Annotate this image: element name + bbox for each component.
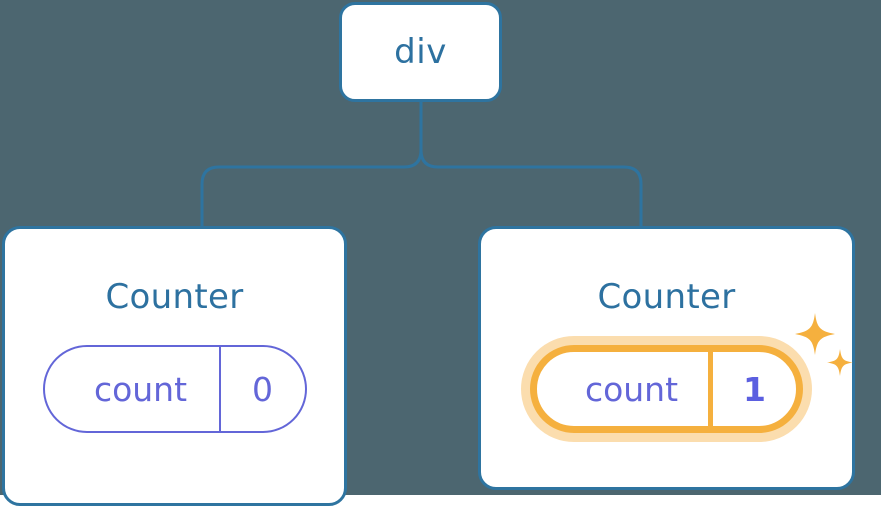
- sparkles-group: [795, 313, 853, 376]
- tree-connectors: [200, 102, 643, 228]
- state-value-left: 0: [218, 347, 305, 431]
- state-key-left: count: [93, 369, 188, 409]
- state-pill-left[interactable]: count 0: [42, 345, 307, 433]
- state-pill-wrapper-right: count 1: [530, 313, 853, 433]
- state-pill-right[interactable]: count 1: [530, 345, 803, 433]
- state-value-right: 1: [708, 352, 796, 426]
- sparkle-large-icon: [795, 313, 835, 355]
- tree-node-counter-left[interactable]: Counter count 0: [2, 226, 347, 506]
- state-pill-wrapper-left: count 0: [42, 345, 307, 433]
- state-key-right: count: [584, 369, 679, 409]
- node-label-counter-right: Counter: [597, 277, 736, 317]
- tree-node-counter-right[interactable]: Counter count 1: [478, 226, 855, 490]
- node-label-counter-left: Counter: [105, 277, 244, 317]
- node-label-div: div: [394, 32, 447, 72]
- connector-to-left-counter: [200, 102, 423, 228]
- tree-node-div[interactable]: div: [339, 2, 502, 102]
- connector-to-right-counter: [419, 102, 643, 228]
- sparkle-small-icon: [827, 349, 853, 376]
